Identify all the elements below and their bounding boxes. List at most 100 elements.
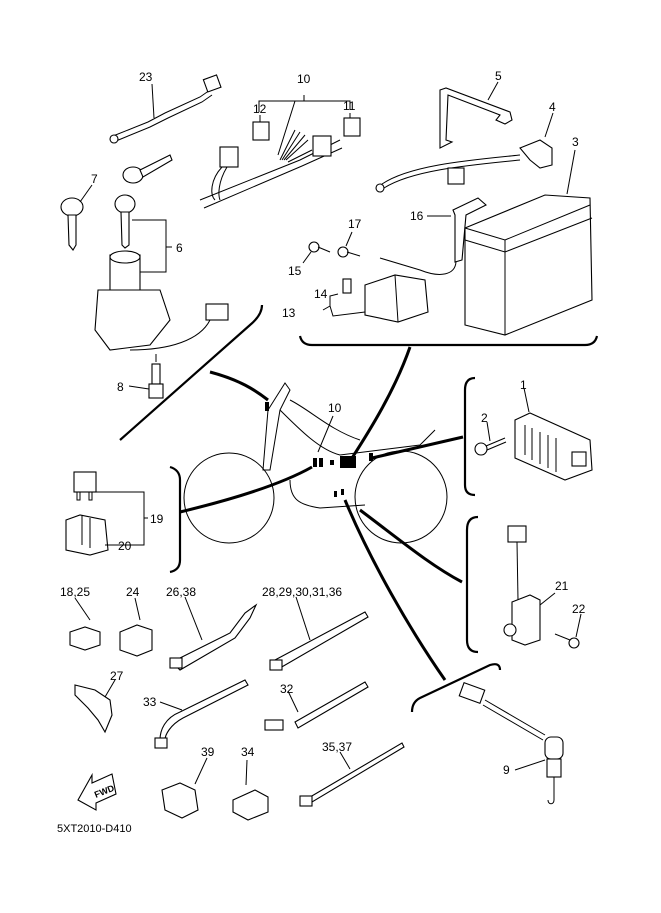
callout-13: 13 bbox=[282, 306, 296, 320]
callout-16: 16 bbox=[410, 209, 424, 223]
bracket-10 bbox=[258, 95, 351, 156]
callout-12: 12 bbox=[253, 102, 267, 116]
callout-22: 22 bbox=[572, 602, 586, 616]
part-26-38-band[interactable] bbox=[169, 603, 258, 671]
leader-15 bbox=[302, 251, 312, 264]
link-switch21 bbox=[359, 508, 463, 584]
leader-9 bbox=[514, 759, 546, 771]
callout-27: 27 bbox=[110, 669, 124, 683]
part-4-battery-lead[interactable] bbox=[375, 139, 553, 193]
callout-5: 5 bbox=[495, 69, 502, 83]
bracket-6 bbox=[132, 219, 172, 273]
leader-2 bbox=[486, 421, 491, 442]
leader-35-37 bbox=[339, 751, 351, 770]
harness-markers bbox=[265, 402, 373, 497]
callout-4: 4 bbox=[549, 100, 556, 114]
callout-28-36: 28,29,30,31,36 bbox=[262, 585, 343, 599]
callout-1: 1 bbox=[520, 378, 527, 392]
callout-32: 32 bbox=[280, 682, 294, 696]
link-regulator bbox=[371, 435, 464, 460]
callout-6: 6 bbox=[176, 241, 183, 255]
leader-1 bbox=[523, 387, 530, 413]
part-8-bolt[interactable] bbox=[148, 363, 164, 399]
part-3-battery[interactable] bbox=[464, 194, 593, 336]
part-6-main-switch[interactable] bbox=[94, 154, 229, 351]
part-35-37-band[interactable] bbox=[299, 742, 405, 807]
part-14-fuse[interactable] bbox=[342, 278, 352, 294]
group-bracket-ignition bbox=[119, 304, 264, 441]
callout-9: 9 bbox=[503, 763, 510, 777]
part-16-battery-lead[interactable] bbox=[379, 197, 487, 275]
part-1-regulator[interactable] bbox=[514, 412, 593, 481]
part-23-lead[interactable] bbox=[109, 74, 222, 144]
callout-39: 39 bbox=[201, 745, 215, 759]
leader-5 bbox=[487, 81, 499, 101]
part-39-clamp[interactable] bbox=[161, 782, 199, 819]
part-5-battery-band[interactable] bbox=[439, 87, 513, 149]
part-32-band[interactable] bbox=[264, 681, 369, 731]
callout-33: 33 bbox=[143, 695, 157, 709]
group-bracket-relay bbox=[169, 465, 182, 574]
leader-7 bbox=[79, 184, 93, 203]
part-27-clamp[interactable] bbox=[74, 684, 113, 734]
callout-19: 19 bbox=[150, 512, 164, 526]
callout-14: 14 bbox=[314, 287, 328, 301]
part-34-clamp[interactable] bbox=[232, 789, 269, 821]
leader-32 bbox=[287, 690, 299, 713]
part-28-36-band[interactable] bbox=[269, 611, 369, 671]
drawing-code: 5XT2010-D410 bbox=[57, 823, 132, 835]
part-15-bolt[interactable] bbox=[308, 241, 331, 253]
part-19-relay[interactable] bbox=[73, 471, 97, 501]
part-22-bolt[interactable] bbox=[554, 633, 580, 649]
leader-17 bbox=[345, 231, 353, 247]
fwd-arrow-icon: FWD bbox=[77, 772, 117, 811]
group-bracket-switch bbox=[465, 515, 479, 654]
link-relay bbox=[179, 465, 313, 514]
part-18-25-clamp[interactable] bbox=[69, 626, 101, 651]
leader-4 bbox=[544, 112, 554, 138]
part-17-bolt[interactable] bbox=[337, 246, 361, 258]
bracket-19-20 bbox=[96, 491, 148, 546]
callout-15: 15 bbox=[288, 264, 302, 278]
part-13-starter-relay[interactable] bbox=[364, 274, 429, 323]
leader-26-38 bbox=[184, 596, 203, 641]
callout-17: 17 bbox=[348, 217, 362, 231]
leader-39 bbox=[194, 757, 208, 785]
group-bracket-sensor bbox=[410, 663, 502, 713]
callout-8: 8 bbox=[117, 380, 124, 394]
group-bracket-battery bbox=[298, 335, 599, 347]
link-sensor9 bbox=[343, 499, 447, 681]
leader-3 bbox=[566, 149, 576, 195]
leader-23 bbox=[151, 83, 155, 119]
callout-26-38: 26,38 bbox=[166, 585, 197, 599]
callout-11: 11 bbox=[343, 99, 356, 113]
callout-10-bike: 10 bbox=[328, 401, 342, 415]
callout-20: 20 bbox=[118, 539, 132, 553]
part-7-key[interactable] bbox=[60, 197, 84, 251]
leader-10-bike bbox=[317, 415, 334, 453]
leader-27 bbox=[104, 679, 116, 698]
callout-24: 24 bbox=[126, 585, 140, 599]
part-2-bolt[interactable] bbox=[474, 437, 507, 456]
link-battery bbox=[350, 346, 412, 459]
part-24-clamp[interactable] bbox=[119, 624, 153, 657]
callout-35-37: 35,37 bbox=[322, 740, 353, 754]
leader-33 bbox=[159, 701, 183, 711]
leader-34 bbox=[245, 759, 248, 786]
leader-18-25 bbox=[74, 597, 91, 621]
part-21-switch[interactable] bbox=[503, 525, 541, 646]
callout-34: 34 bbox=[241, 745, 255, 759]
leader-24 bbox=[134, 597, 141, 621]
link-ignition bbox=[209, 370, 269, 402]
part-33-band[interactable] bbox=[154, 679, 249, 749]
part-10-wire-harness[interactable] bbox=[199, 117, 361, 209]
callout-23: 23 bbox=[139, 70, 153, 84]
callout-18-25: 18,25 bbox=[60, 585, 91, 599]
part-20-relay-holder[interactable] bbox=[65, 514, 109, 556]
bracket-13-14 bbox=[322, 293, 366, 317]
callout-2: 2 bbox=[481, 411, 488, 425]
part-9-sensor[interactable] bbox=[458, 681, 564, 805]
callout-21: 21 bbox=[555, 579, 569, 593]
group-bracket-regulator bbox=[463, 376, 476, 497]
